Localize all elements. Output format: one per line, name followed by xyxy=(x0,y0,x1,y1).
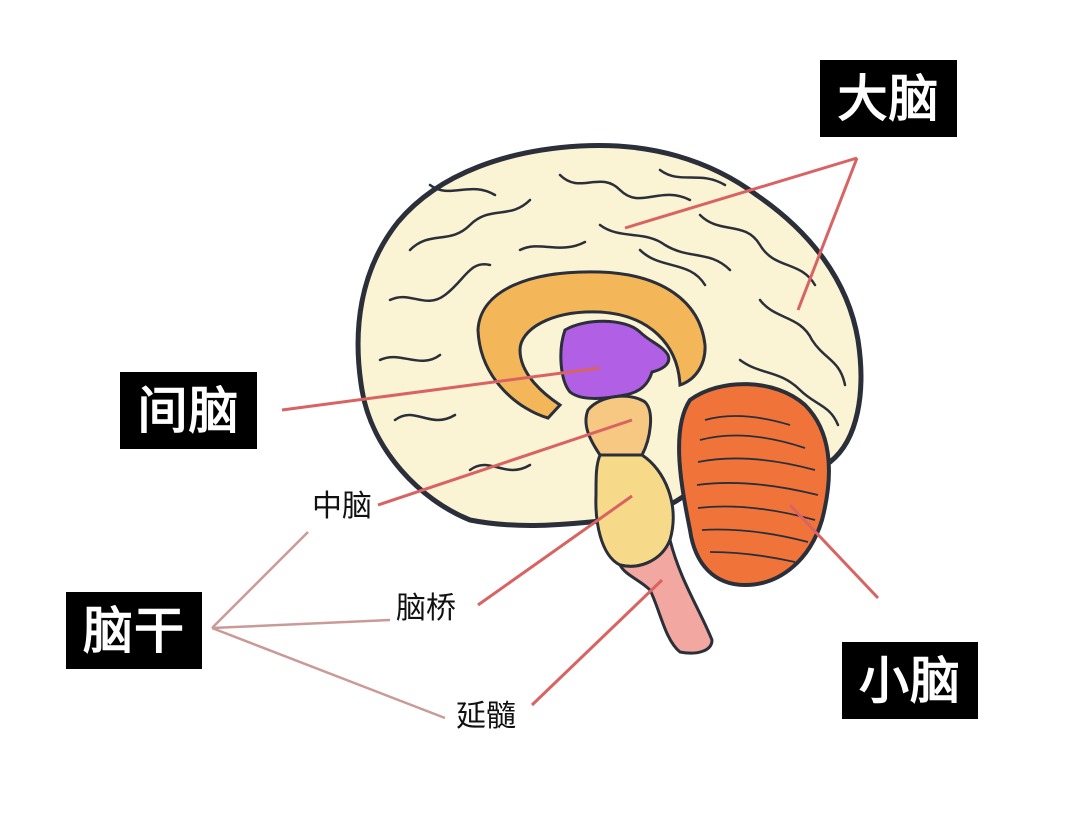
cerebrum-gyri xyxy=(378,168,847,472)
cerebrum-leader-line-2 xyxy=(796,157,859,311)
cerebellum-leader-line xyxy=(788,503,880,600)
pons-leader-line xyxy=(477,494,633,607)
corpus-callosum xyxy=(476,270,707,420)
brainstem-bracket-line-2 xyxy=(211,618,391,630)
midbrain-leader-line xyxy=(377,418,633,507)
label-medulla: 延髓 xyxy=(452,700,520,734)
cerebellum-folia xyxy=(696,415,819,563)
label-pons: 脑桥 xyxy=(392,592,460,626)
label-midbrain: 中脑 xyxy=(308,490,376,524)
label-cerebellum: 小脑 xyxy=(842,642,978,719)
brainstem-bracket-line-1 xyxy=(211,531,309,629)
label-diencephalon: 间脑 xyxy=(120,372,257,449)
medulla-leader-line xyxy=(530,578,664,707)
brainstem-bracket-line-3 xyxy=(211,626,446,720)
diencephalon-leader-line xyxy=(281,366,601,412)
label-brainstem: 脑干 xyxy=(66,592,202,669)
cerebrum-leader-line-1 xyxy=(624,156,858,230)
diencephalon-region xyxy=(559,319,671,400)
label-cerebrum: 大脑 xyxy=(820,60,957,137)
